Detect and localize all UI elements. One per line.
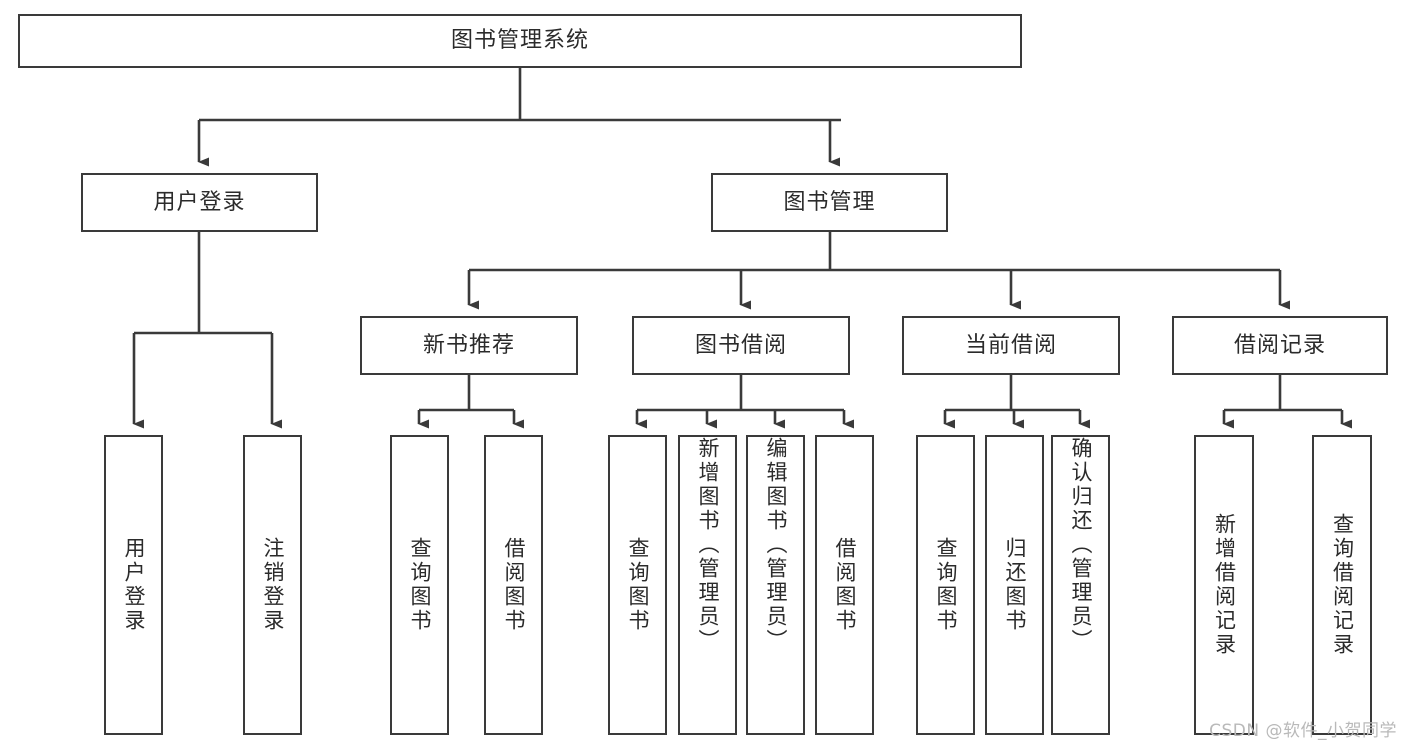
node-leaf-add-record-label: 新增借阅记录 [1212,513,1237,657]
node-leaf-logout[interactable]: 注销登录 [243,435,302,735]
node-leaf-user-login[interactable]: 用户登录 [104,435,163,735]
node-leaf-query-record-label: 查询借阅记录 [1330,513,1355,657]
node-leaf-edit-book-label: 编辑图书（管理员） [764,437,788,653]
node-book-manage-label: 图书管理 [783,189,876,215]
node-current-borrow-label: 当前借阅 [964,332,1057,358]
node-leaf-return-book[interactable]: 归还图书 [985,435,1044,735]
node-leaf-confirm-return[interactable]: 确认归还（管理员） [1051,435,1110,735]
node-leaf-borrow-book-1-label: 借阅图书 [502,537,526,633]
node-book-borrow-label: 图书借阅 [694,332,787,358]
node-leaf-query-book-3[interactable]: 查询图书 [916,435,975,735]
node-book-borrow[interactable]: 图书借阅 [632,316,850,375]
node-leaf-edit-book[interactable]: 编辑图书（管理员） [746,435,805,735]
node-leaf-query-book-1[interactable]: 查询图书 [390,435,449,735]
node-leaf-add-record[interactable]: 新增借阅记录 [1194,435,1254,735]
node-leaf-query-record[interactable]: 查询借阅记录 [1312,435,1372,735]
node-borrow-record[interactable]: 借阅记录 [1172,316,1388,375]
node-new-book-rec-label: 新书推荐 [422,332,515,358]
node-borrow-record-label: 借阅记录 [1233,332,1326,358]
node-user-login[interactable]: 用户登录 [81,173,318,232]
node-current-borrow[interactable]: 当前借阅 [902,316,1120,375]
node-leaf-query-book-1-label: 查询图书 [408,537,432,633]
node-leaf-query-book-2-label: 查询图书 [626,537,650,633]
node-new-book-rec[interactable]: 新书推荐 [360,316,578,375]
node-leaf-add-book[interactable]: 新增图书（管理员） [678,435,737,735]
node-root-label: 图书管理系统 [450,28,589,53]
node-leaf-borrow-book-2-label: 借阅图书 [833,537,857,633]
node-root[interactable]: 图书管理系统 [18,14,1022,68]
node-user-login-label: 用户登录 [153,189,246,215]
node-leaf-query-book-3-label: 查询图书 [934,537,958,633]
node-book-manage[interactable]: 图书管理 [711,173,948,232]
node-leaf-borrow-book-1[interactable]: 借阅图书 [484,435,543,735]
node-leaf-logout-label: 注销登录 [261,537,285,633]
node-leaf-query-book-2[interactable]: 查询图书 [608,435,667,735]
node-leaf-user-login-label: 用户登录 [122,537,146,633]
node-leaf-borrow-book-2[interactable]: 借阅图书 [815,435,874,735]
node-leaf-return-book-label: 归还图书 [1003,537,1027,633]
node-leaf-add-book-label: 新增图书（管理员） [696,437,720,653]
node-leaf-confirm-return-label: 确认归还（管理员） [1069,437,1093,653]
